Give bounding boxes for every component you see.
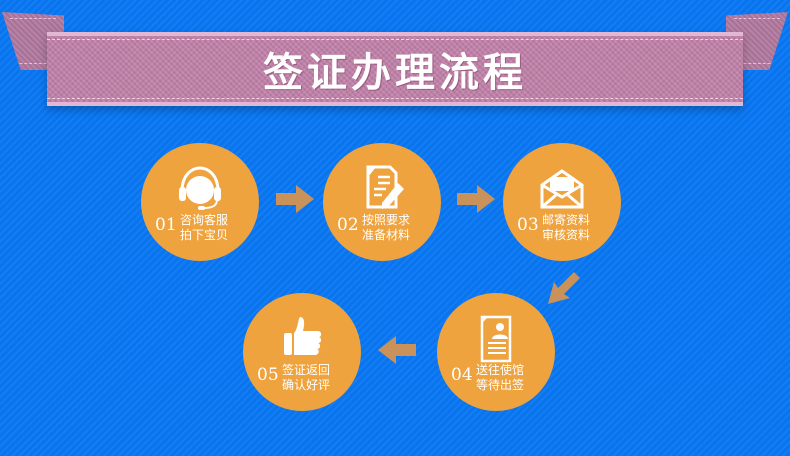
step-label-line1: 咨询客服 <box>180 213 229 227</box>
step-label-line2: 拍下宝贝 <box>180 228 229 242</box>
step-number: 03 <box>517 215 539 235</box>
arrow-right-icon <box>457 185 495 213</box>
step-label-line2: 等待出签 <box>476 378 525 392</box>
step-03: 03 邮寄资料 审核资料 <box>503 143 621 261</box>
banner: 签证办理流程 <box>0 0 790 110</box>
step-01: 01 咨询客服 拍下宝贝 <box>141 143 259 261</box>
step-label-line2: 审核资料 <box>542 228 591 242</box>
arrow-down-left-icon <box>548 272 580 304</box>
envelope-icon <box>540 169 584 209</box>
step-number: 05 <box>257 365 279 385</box>
step-label-line1: 签证返回 <box>282 363 331 377</box>
ribbon-banner: 签证办理流程 <box>47 32 743 106</box>
step-label-line2: 准备材料 <box>362 228 411 242</box>
step-number: 01 <box>155 215 177 235</box>
step-05: 05 签证返回 确认好评 <box>243 293 361 411</box>
step-label-line1: 邮寄资料 <box>542 213 591 227</box>
resume-document-icon <box>480 315 512 363</box>
step-02: 02 按照要求 准备材料 <box>323 143 441 261</box>
thumbs-up-icon <box>284 317 322 355</box>
headset-icon <box>179 166 221 210</box>
step-label-line1: 按照要求 <box>362 213 411 227</box>
step-label-line2: 确认好评 <box>282 378 331 392</box>
arrow-left-icon <box>378 336 416 364</box>
step-label-line1: 送往使馆 <box>476 363 525 377</box>
arrow-right-icon <box>276 185 314 213</box>
step-number: 04 <box>451 365 473 385</box>
step-number: 02 <box>337 215 359 235</box>
document-pen-icon <box>366 165 404 209</box>
step-04: 04 送往使馆 等待出签 <box>437 293 555 411</box>
page-title: 签证办理流程 <box>263 49 527 96</box>
